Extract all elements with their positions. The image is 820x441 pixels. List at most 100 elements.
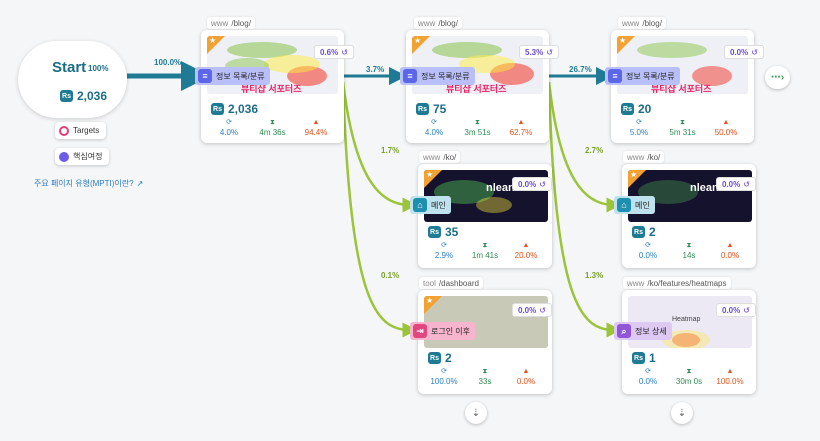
fire-icon: ▲ — [517, 119, 525, 126]
flow-node2-to-node7 — [547, 81, 622, 338]
node7-card[interactable]: Heatmap 0.0% ↺ Rs 1 ⟳0.0% ⧗30m 0s ▲100.0… — [622, 290, 756, 394]
fire-icon: ▲ — [522, 242, 530, 249]
node2-domain: www — [418, 18, 436, 28]
node7-rate: 0.0% — [722, 305, 741, 315]
session-icon: Rs — [416, 103, 429, 115]
node4-sessions-value: 2 — [445, 351, 452, 365]
node3-stat-exit: ▲20.0% — [514, 242, 538, 260]
node5-stat-time: ⧗5m 31s — [669, 119, 696, 137]
session-icon: Rs — [60, 90, 73, 102]
fire-icon: ▲ — [722, 119, 730, 126]
heatmap-overlay — [662, 330, 710, 348]
detail-search-icon: ⌕ — [617, 324, 631, 338]
node4-stats: ⟳100.0% ⧗33s ▲0.0% — [423, 367, 547, 387]
targets-button[interactable]: Targets — [55, 122, 107, 139]
node6-stat-exit: ▲0.0% — [720, 242, 740, 260]
node1-stat-exit: ▲94.4% — [304, 119, 328, 137]
node4-corner — [424, 296, 442, 314]
flow-label-node1-to-node4: 0.1% — [381, 271, 400, 280]
node5-stat-repeat: ⟳5.0% — [629, 119, 649, 137]
node5-card[interactable]: 뷰티샵 서포터즈 ★ 0.0% ↺ Rs 20 ⟳5.0% ⧗5m 31s ▲5… — [611, 30, 764, 143]
node3-brand: nlean — [486, 182, 515, 194]
list-icon: ≡ — [608, 69, 622, 83]
expand-next-button[interactable]: ⋯› — [765, 66, 790, 89]
node3-sessions: Rs 35 — [428, 225, 458, 239]
node3-domain: www — [423, 152, 441, 162]
node5-url: www /blog/ — [618, 17, 666, 29]
node7-stat-repeat: ⟳0.0% — [638, 368, 658, 386]
session-icon: Rs — [632, 226, 645, 238]
node4-rate: 0.0% — [518, 305, 537, 315]
node7-stat-exit: ▲100.0% — [716, 368, 744, 386]
hourglass-icon: ⧗ — [482, 242, 488, 249]
node4-card[interactable]: ★ 0.0% ↺ Rs 2 ⟳100.0% ⧗33s ▲0.0% — [418, 290, 552, 394]
node1-url: www /blog/ — [207, 17, 255, 29]
node3-stat-repeat: ⟳2.9% — [434, 242, 454, 260]
fire-icon: ▲ — [312, 119, 320, 126]
journey-button[interactable]: 핵심여정 — [55, 148, 110, 165]
session-icon: Rs — [428, 352, 441, 364]
node6-stat-repeat: ⟳0.0% — [638, 242, 658, 260]
node7-rate-chip[interactable]: 0.0% ↺ — [716, 303, 756, 317]
node2-stats: ⟳4.0% ⧗3m 51s ▲62.7% — [412, 118, 543, 138]
node7-stat-time: ⧗30m 0s — [675, 368, 703, 386]
start-node[interactable]: Start 100% Rs 2,036 — [18, 41, 127, 118]
fire-icon: ▲ — [522, 368, 530, 375]
node7-path: /ko/features/heatmaps — [647, 278, 727, 288]
mpti-link-label: 주요 페이지 유형(MPTI)이란? — [34, 179, 134, 188]
flow-label-node2-to-node7: 1.3% — [585, 271, 604, 280]
node7-type-label: 정보 상세 — [635, 326, 667, 336]
repeat-icon: ⟳ — [226, 119, 232, 126]
refresh-icon: ↺ — [539, 305, 546, 315]
node7-domain: www — [627, 278, 645, 288]
mpti-link[interactable]: 주요 페이지 유형(MPTI)이란? ↗ — [34, 178, 143, 189]
node4-stat-repeat: ⟳100.0% — [430, 368, 458, 386]
node2-card[interactable]: 뷰티샵 서포터즈 ★ 5.3% ↺ Rs 75 ⟳4.0% ⧗3m 51s ▲6… — [406, 30, 559, 143]
node3-card[interactable]: nlean ★ 0.0% ↺ Rs 35 ⟳2.9% ⧗1m 41s ▲20.0… — [418, 164, 552, 268]
arrow-right-icon: ⋯› — [770, 72, 785, 83]
node2-headline: 뷰티샵 서포터즈 — [446, 84, 507, 94]
node6-rate-chip[interactable]: 0.0% ↺ — [716, 177, 756, 191]
repeat-icon: ⟳ — [431, 119, 437, 126]
targets-label: Targets — [73, 126, 100, 135]
node2-stat-exit: ▲62.7% — [509, 119, 533, 137]
node5-rate-chip[interactable]: 0.0% ↺ — [724, 45, 764, 59]
expand-down-button-col3[interactable]: ⇣ — [671, 402, 693, 424]
start-sessions-value: 2,036 — [77, 89, 108, 103]
session-icon: Rs — [632, 352, 645, 364]
node6-rate: 0.0% — [722, 179, 741, 189]
node4-domain: tool — [423, 278, 436, 288]
session-icon: Rs — [428, 226, 441, 238]
home-icon: ⌂ — [617, 198, 631, 212]
session-icon: Rs — [621, 103, 634, 115]
node1-card[interactable]: 뷰티샵 서포터즈 ★ 0.6% ↺ Rs 2,036 ⟳4.0% ⧗4m 36s… — [201, 30, 354, 143]
node7-heatmap-title: Heatmap — [672, 316, 701, 323]
node4-sessions: Rs 2 — [428, 351, 452, 365]
node6-stat-time: ⧗14s — [682, 242, 696, 260]
refresh-icon: ↺ — [743, 179, 750, 189]
list-icon: ≡ — [198, 69, 212, 83]
hourglass-icon: ⧗ — [680, 119, 685, 126]
node5-corner — [617, 36, 635, 54]
node5-stats: ⟳5.0% ⧗5m 31s ▲50.0% — [617, 118, 748, 138]
node1-rate-chip[interactable]: 0.6% ↺ — [314, 45, 354, 59]
node5-domain: www — [622, 18, 640, 28]
node3-rate-chip[interactable]: 0.0% ↺ — [512, 177, 552, 191]
repeat-icon: ⟳ — [441, 242, 447, 249]
flow-label-node1-to-node3: 1.7% — [381, 146, 400, 155]
node1-stats: ⟳4.0% ⧗4m 36s ▲94.4% — [207, 118, 338, 138]
node3-path: /ko/ — [443, 152, 457, 162]
expand-down-button-col2[interactable]: ⇣ — [465, 402, 487, 424]
arrow-down-icon: ⇣ — [677, 407, 687, 419]
star-icon: ★ — [426, 170, 434, 179]
repeat-icon: ⟳ — [645, 368, 651, 375]
node5-path: /blog/ — [642, 18, 662, 28]
hourglass-icon: ⧗ — [482, 368, 488, 375]
heatmap-overlay — [207, 36, 338, 94]
node6-card[interactable]: nlean ★ 0.0% ↺ Rs 2 ⟳0.0% ⧗14s ▲0.0% — [622, 164, 756, 268]
node7-sessions-value: 1 — [649, 351, 656, 365]
node4-rate-chip[interactable]: 0.0% ↺ — [512, 303, 552, 317]
node2-rate-chip[interactable]: 5.3% ↺ — [519, 45, 559, 59]
node2-sessions-value: 75 — [433, 102, 447, 116]
node2-path: /blog/ — [438, 18, 458, 28]
